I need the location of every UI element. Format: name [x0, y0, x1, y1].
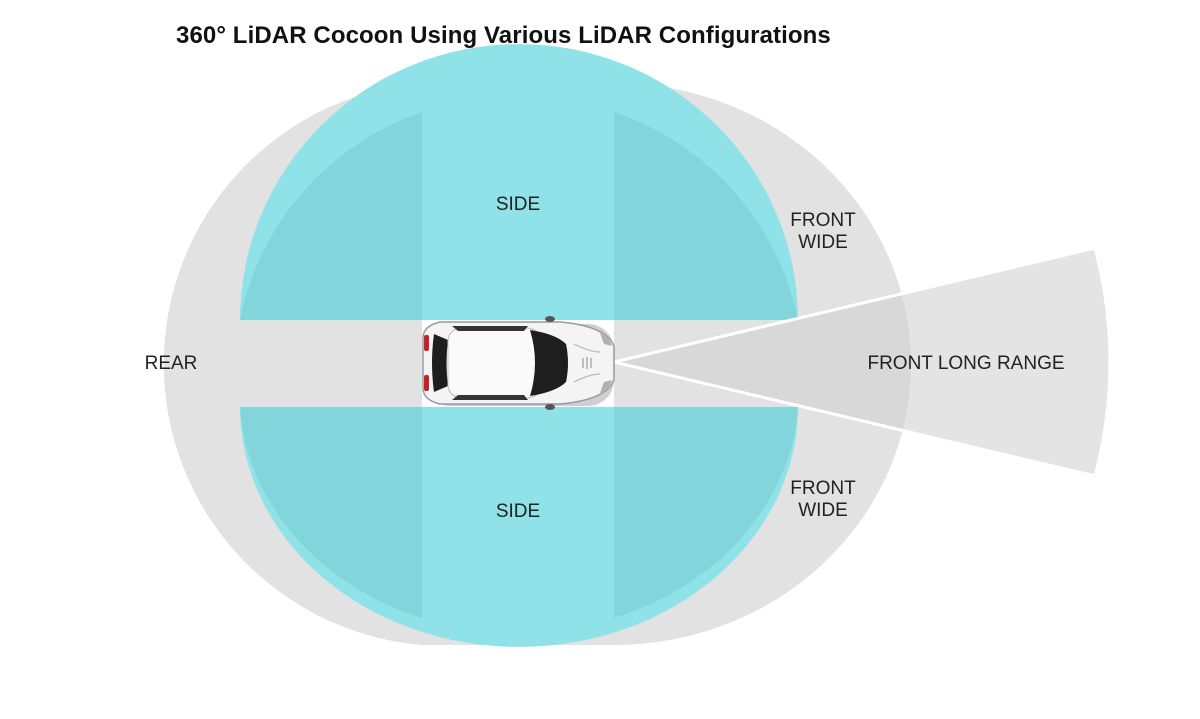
front-wide-bottom-label-line2: WIDE	[798, 500, 848, 521]
front-long-range-zone	[613, 246, 1112, 478]
car-icon	[422, 316, 615, 410]
overlap-bottom-right	[614, 407, 798, 618]
front-wide-bottom-label-line1: FRONT	[790, 478, 856, 499]
overlap-bottom-left	[240, 407, 422, 618]
side-top-label: SIDE	[496, 194, 540, 215]
rear-label: REAR	[145, 353, 198, 374]
front-long-range-label: FRONT LONG RANGE	[867, 353, 1064, 374]
side-bottom-label: SIDE	[496, 501, 540, 522]
overlap-top-right	[614, 112, 798, 320]
front-wide-top-label-line2: WIDE	[798, 232, 848, 253]
front-wide-top-label-line1: FRONT	[790, 210, 856, 231]
overlap-top-left	[240, 112, 422, 320]
diagram-title: 360° LiDAR Cocoon Using Various LiDAR Co…	[176, 22, 831, 49]
